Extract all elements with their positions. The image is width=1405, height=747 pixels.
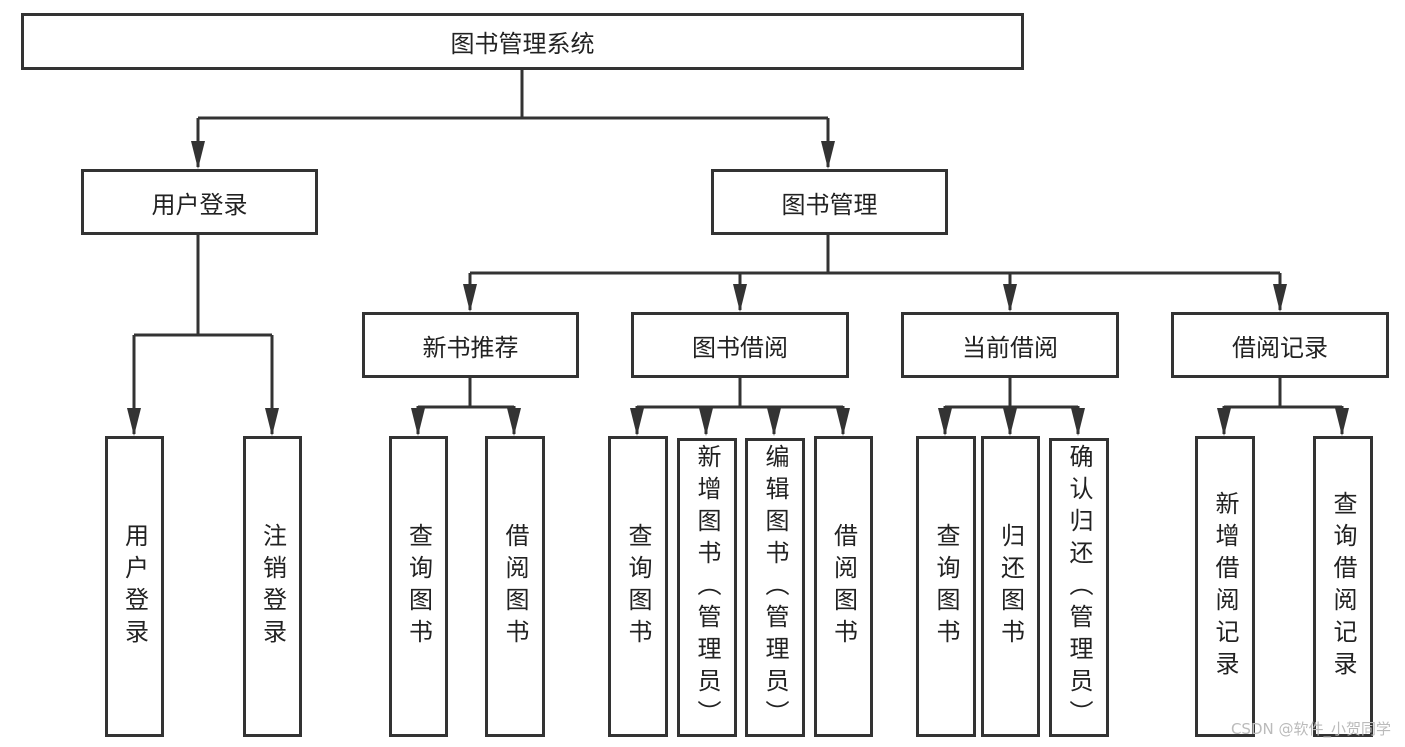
leaf-label: 归还图书 — [996, 522, 1025, 651]
leaf-borrow-book: 借阅图书 — [485, 436, 545, 737]
leaf-label: 查询图书 — [624, 522, 652, 651]
leaf-label: 编辑图书（管理员） — [761, 443, 789, 732]
node-label: 当前借阅 — [962, 333, 1058, 362]
leaf-return-book: 归还图书 — [981, 436, 1040, 737]
leaf-label: 查询借阅记录 — [1329, 490, 1357, 683]
leaf-confirm-return-admin: 确认归还（管理员） — [1049, 438, 1109, 737]
node-label: 借阅记录 — [1232, 333, 1328, 362]
node-borrow-records: 借阅记录 — [1171, 312, 1389, 378]
node-label: 图书管理 — [781, 190, 878, 219]
node-book-borrow: 图书借阅 — [631, 312, 849, 378]
root-label: 图书管理系统 — [450, 30, 595, 58]
watermark: CSDN @软件_小贺同学 — [1230, 720, 1391, 738]
node-book-management: 图书管理 — [711, 169, 948, 235]
leaf-label: 确认归还（管理员） — [1065, 443, 1093, 732]
leaf-label: 借阅图书 — [829, 522, 858, 651]
node-user-login: 用户登录 — [81, 169, 318, 235]
leaf-label: 借阅图书 — [501, 522, 529, 651]
leaf-label: 查询图书 — [404, 522, 433, 651]
node-current-borrow: 当前借阅 — [901, 312, 1119, 378]
leaf-borrow-book: 借阅图书 — [814, 436, 873, 737]
root-node: 图书管理系统 — [21, 13, 1024, 70]
leaf-label: 新增借阅记录 — [1211, 490, 1239, 683]
node-label: 新书推荐 — [422, 333, 519, 362]
leaf-user-login: 用户登录 — [105, 436, 164, 737]
leaf-query-book: 查询图书 — [916, 436, 976, 737]
leaf-query-book: 查询图书 — [389, 436, 448, 737]
node-new-book-recommend: 新书推荐 — [362, 312, 579, 378]
leaf-add-book-admin: 新增图书（管理员） — [677, 438, 737, 737]
node-label: 图书借阅 — [692, 333, 788, 362]
leaf-add-borrow-record: 新增借阅记录 — [1195, 436, 1255, 737]
leaf-edit-book-admin: 编辑图书（管理员） — [745, 438, 805, 737]
leaf-label: 查询图书 — [932, 522, 960, 651]
node-label: 用户登录 — [151, 190, 248, 219]
leaf-query-book: 查询图书 — [608, 436, 668, 737]
leaf-logout: 注销登录 — [243, 436, 302, 737]
leaf-label: 用户登录 — [120, 522, 149, 651]
leaf-label: 注销登录 — [258, 522, 287, 651]
leaf-query-borrow-record: 查询借阅记录 — [1313, 436, 1373, 737]
leaf-label: 新增图书（管理员） — [693, 443, 721, 732]
